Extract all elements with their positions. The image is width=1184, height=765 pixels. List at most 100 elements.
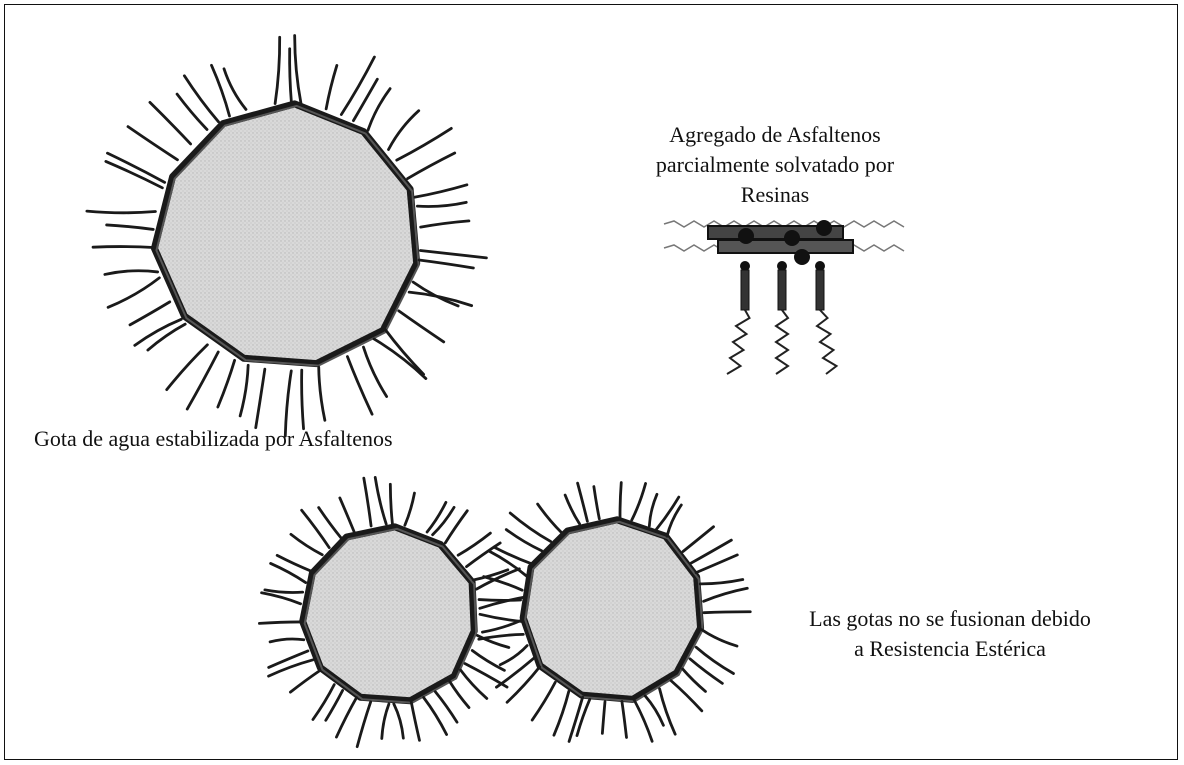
resin-tail xyxy=(417,202,466,206)
resin-tail xyxy=(224,69,246,110)
resin-tail xyxy=(291,534,322,554)
aggregate-part xyxy=(778,270,786,310)
resin-tail xyxy=(184,76,218,122)
droplet-caption: Gota de agua estabilizada por Asfaltenos xyxy=(34,424,393,454)
resin-tail xyxy=(421,221,469,227)
resin-tail xyxy=(565,495,579,524)
resin-tail xyxy=(450,681,469,707)
resin-tail xyxy=(290,671,320,693)
resin-tail xyxy=(394,704,404,738)
resin-tail xyxy=(594,487,599,519)
resin-tail xyxy=(93,247,153,248)
resin-tail xyxy=(645,696,663,725)
aggregate-label-line1: Agregado de Asfaltenos xyxy=(590,120,960,150)
resin-tail xyxy=(240,365,248,416)
resin-tail xyxy=(554,691,569,735)
right-coalescing-droplet xyxy=(479,483,750,742)
aggregate-part xyxy=(816,220,832,236)
resin-tail xyxy=(363,347,386,396)
resin-tail xyxy=(259,622,300,623)
aggregate-label: Agregado de Asfaltenos parcialmente solv… xyxy=(590,120,960,210)
resin-tail xyxy=(105,271,158,275)
resin-tail xyxy=(479,600,521,601)
resin-tail xyxy=(275,37,280,103)
resin-tail xyxy=(290,49,292,103)
resin-tail xyxy=(128,127,177,160)
resin-tail xyxy=(107,225,154,229)
resin-tail xyxy=(704,588,748,601)
resin-tail xyxy=(319,508,342,539)
resin-tail xyxy=(336,698,356,738)
aggregate-part xyxy=(816,270,824,310)
resin-tail xyxy=(480,597,527,608)
resin-tail xyxy=(500,646,527,665)
resin-tail xyxy=(375,477,386,524)
resin-tail xyxy=(326,65,337,108)
resin-tail xyxy=(683,527,714,552)
resin-tail xyxy=(683,669,706,691)
resin-tail xyxy=(218,360,235,407)
resin-tail xyxy=(578,483,588,521)
resin-tail xyxy=(419,260,473,268)
resin-tail xyxy=(270,639,304,642)
aggregate-label-line3: Resinas xyxy=(590,180,960,210)
resin-tail xyxy=(295,36,301,104)
left-coalescing-droplet xyxy=(259,477,526,746)
resin-tail xyxy=(649,494,657,526)
resin-tail xyxy=(538,504,562,533)
resin-tail xyxy=(632,483,646,520)
resin-tail xyxy=(150,102,191,144)
resin-tail xyxy=(265,590,303,593)
resin-tail xyxy=(374,339,426,379)
aggregate-part xyxy=(741,270,749,310)
resin-tail xyxy=(341,57,374,114)
resin-tail xyxy=(399,311,444,342)
resin-tail xyxy=(507,667,540,702)
aggregate-part xyxy=(784,230,800,246)
resin-tail xyxy=(269,660,313,676)
resin-tail xyxy=(532,682,555,720)
resin-tail xyxy=(408,153,455,179)
resin-tail xyxy=(411,701,419,740)
large-water-droplet xyxy=(87,36,487,437)
resin-tail xyxy=(108,278,159,307)
resin-tail xyxy=(634,699,652,741)
resin-tail xyxy=(660,689,676,734)
resin-tail xyxy=(302,370,304,429)
resin-tail xyxy=(622,701,627,737)
resin-tail xyxy=(415,185,467,197)
resin-tail xyxy=(397,128,452,160)
resin-tail xyxy=(107,153,164,182)
resin-tail xyxy=(482,621,520,633)
resin-tail xyxy=(479,634,523,639)
resin-tail xyxy=(368,89,390,131)
resin-tail xyxy=(262,593,301,604)
resin-tail xyxy=(702,630,737,646)
aggregate-part xyxy=(776,310,788,374)
resin-tail xyxy=(700,580,743,584)
resin-tail xyxy=(472,650,504,670)
resin-tail xyxy=(390,484,392,524)
resin-tail xyxy=(427,502,446,532)
resin-tail xyxy=(130,302,170,325)
aggregate-part xyxy=(794,249,810,265)
resin-tail xyxy=(177,94,207,129)
steric-label-line2: a Resistencia Estérica xyxy=(740,634,1160,664)
resin-tail xyxy=(405,493,415,525)
resin-tail xyxy=(620,483,621,519)
resin-tail xyxy=(364,478,371,526)
resin-tail xyxy=(389,111,419,150)
resin-tail xyxy=(256,369,265,428)
steric-resistance-label: Las gotas no se fusionan debido a Resist… xyxy=(740,604,1160,664)
resin-tail xyxy=(382,704,389,738)
resin-tail xyxy=(357,702,370,747)
resin-tail xyxy=(385,329,424,375)
aggregate-label-line2: parcialmente solvatado por xyxy=(590,150,960,180)
resin-tail xyxy=(269,651,308,667)
resin-tail xyxy=(319,367,325,420)
resin-tail xyxy=(347,357,372,415)
asphaltene-aggregate-illustration xyxy=(664,220,904,374)
aggregate-part xyxy=(738,228,754,244)
resin-tail xyxy=(420,251,486,258)
resin-tail xyxy=(87,211,156,213)
